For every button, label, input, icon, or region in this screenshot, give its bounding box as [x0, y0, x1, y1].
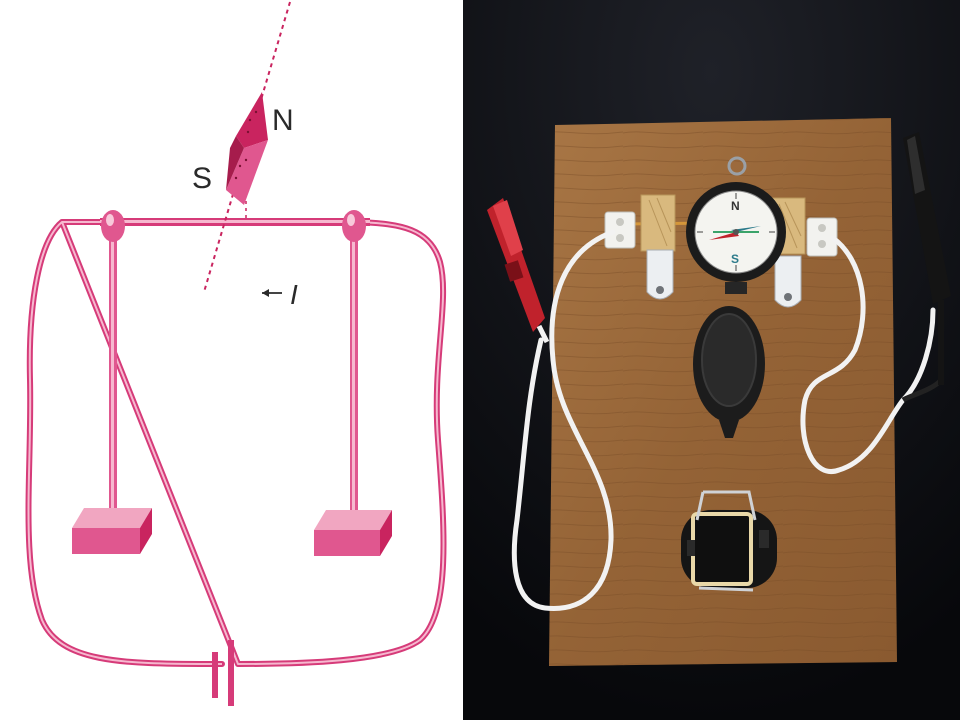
magnetic-needle [226, 92, 268, 205]
black-alligator-clip [903, 132, 951, 385]
left-wood-post [640, 194, 676, 252]
left-bracket [646, 249, 674, 300]
battery-holder [681, 490, 777, 592]
compass-lid [693, 282, 765, 438]
south-pole-label: S [192, 162, 212, 195]
north-pole-label: N [272, 104, 294, 137]
needle-axis-dashed [203, 1, 291, 293]
compass-needle-south [709, 232, 739, 240]
left-terminal-block [604, 211, 636, 249]
battery-symbol [212, 640, 234, 706]
apparatus-photo: N S [463, 0, 960, 720]
compass-north-letter: N [731, 199, 740, 213]
red-alligator-clip [487, 198, 550, 344]
compass: N S [686, 156, 786, 282]
compass-south-letter: S [731, 252, 739, 266]
circuit-wire [25, 219, 447, 667]
current-label: I [290, 279, 298, 310]
right-terminal-block [806, 217, 838, 257]
left-stand [72, 210, 152, 554]
oersted-diagram: N S I [25, 1, 447, 706]
right-stand [314, 210, 392, 556]
current-direction-arrow [262, 289, 282, 297]
right-bracket [774, 255, 802, 308]
circuit-wire-inner [27, 221, 445, 665]
oersted-diagram-panel: N S I [0, 0, 463, 720]
apparatus-photo-panel: N S [463, 0, 960, 720]
left-white-cable [511, 229, 616, 611]
